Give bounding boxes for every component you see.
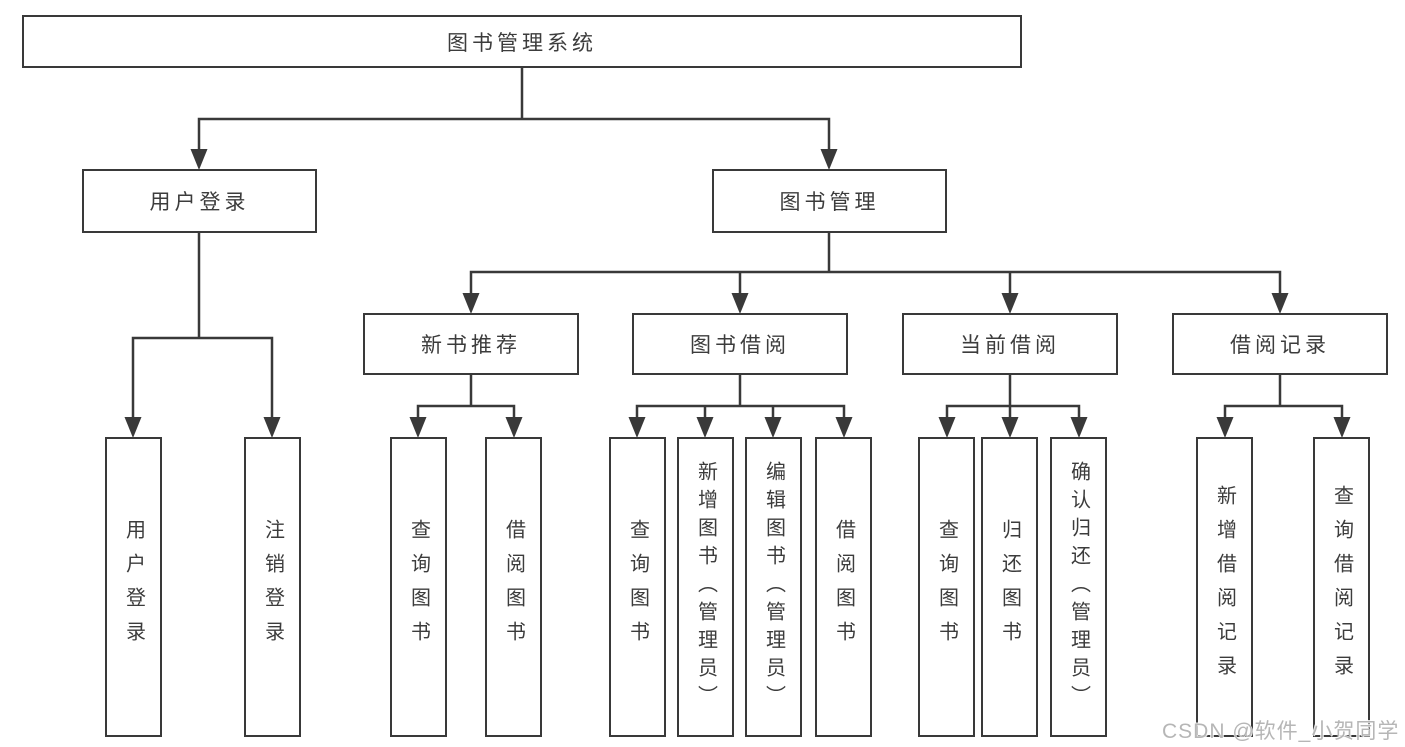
node-label: 新书推荐 <box>421 334 521 357</box>
node-user-login: 用户登录 <box>82 169 317 233</box>
leaf-cb-query-books: 查询图书 <box>918 437 975 737</box>
node-current-borrowing: 当前借阅 <box>902 313 1118 375</box>
node-label: 新增借阅记录 <box>1213 485 1236 689</box>
node-label: 图书管理 <box>779 191 880 214</box>
node-label: 当前借阅 <box>960 334 1060 357</box>
node-label: 借阅图书 <box>502 519 525 655</box>
node-book-management: 图书管理 <box>712 169 947 233</box>
node-label: 注销登录 <box>261 519 284 655</box>
leaf-bb-query-books: 查询图书 <box>609 437 666 737</box>
node-label: 图书借阅 <box>690 334 790 357</box>
leaf-cb-return-books: 归还图书 <box>981 437 1038 737</box>
node-label: 借阅图书 <box>832 519 855 655</box>
node-label: 查询图书 <box>626 519 649 655</box>
leaf-bb-borrow-books: 借阅图书 <box>815 437 872 737</box>
node-label: 查询借阅记录 <box>1330 485 1353 689</box>
node-label: 图书管理系统 <box>447 31 597 55</box>
node-label: 查询图书 <box>407 519 430 655</box>
leaf-cb-confirm-return-admin: 确认归还（管理员） <box>1050 437 1107 737</box>
leaf-bb-edit-book-admin: 编辑图书（管理员） <box>745 437 802 737</box>
leaf-user-login: 用户登录 <box>105 437 162 737</box>
node-label: 用户登录 <box>149 191 250 214</box>
node-label: 确认归还（管理员） <box>1067 461 1090 713</box>
node-book-borrowing: 图书借阅 <box>632 313 848 375</box>
node-library-management-system: 图书管理系统 <box>22 15 1022 68</box>
node-label: 归还图书 <box>998 519 1021 655</box>
leaf-nbr-borrow-books: 借阅图书 <box>485 437 542 737</box>
csdn-watermark: CSDN @软件_小贺同学 <box>1162 720 1400 743</box>
node-borrow-records: 借阅记录 <box>1172 313 1388 375</box>
node-label: 新增图书（管理员） <box>694 461 717 713</box>
leaf-nbr-query-books: 查询图书 <box>390 437 447 737</box>
node-label: 用户登录 <box>122 519 145 655</box>
leaf-bb-add-book-admin: 新增图书（管理员） <box>677 437 734 737</box>
node-new-book-recommend: 新书推荐 <box>363 313 579 375</box>
tree-connector-lines <box>131 66 1344 423</box>
leaf-br-add-borrow-record: 新增借阅记录 <box>1196 437 1253 737</box>
leaf-logout: 注销登录 <box>244 437 301 737</box>
node-label: 编辑图书（管理员） <box>762 461 785 713</box>
leaf-br-query-borrow-record: 查询借阅记录 <box>1313 437 1370 737</box>
node-label: 借阅记录 <box>1230 334 1330 357</box>
node-label: 查询图书 <box>935 519 958 655</box>
